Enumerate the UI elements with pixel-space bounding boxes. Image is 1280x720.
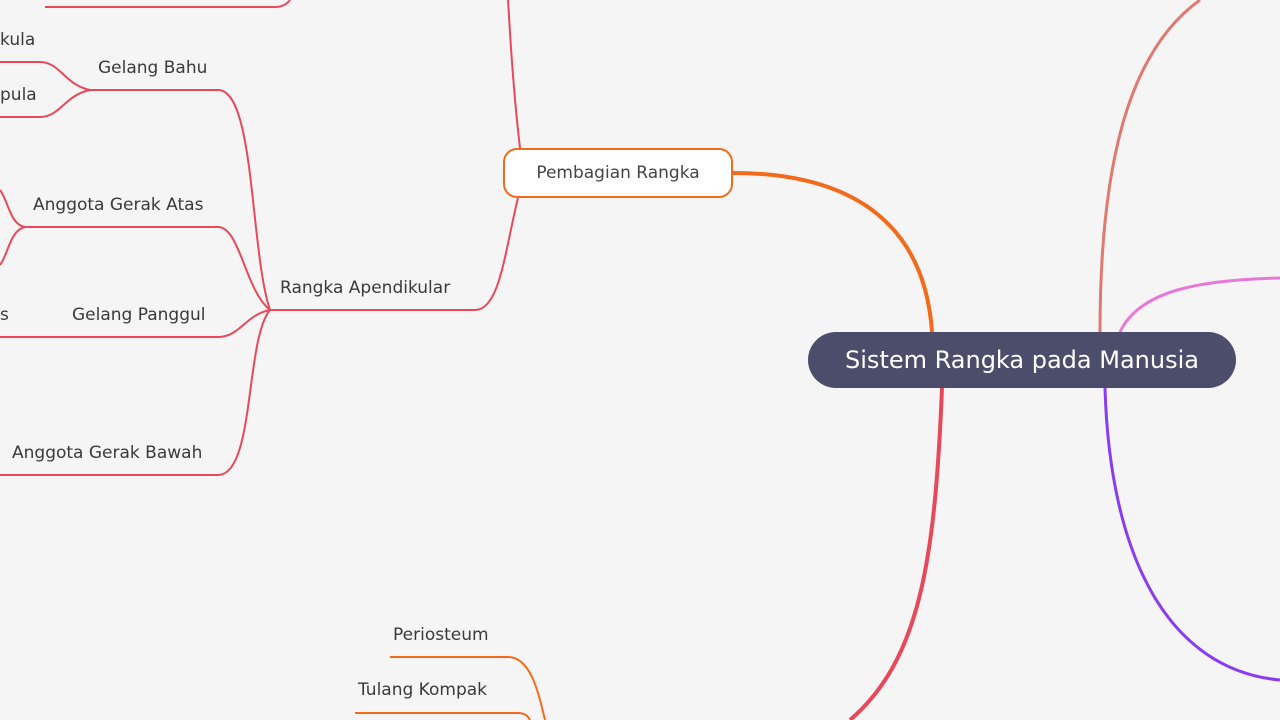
- node-gelang-panggul[interactable]: Gelang Panggul: [72, 305, 206, 325]
- edge-root-topright: [1098, 0, 1201, 333]
- edge-atas: [25, 226, 271, 311]
- edge-pembagian-top: [507, 0, 521, 149]
- edge-bahu-child1: [0, 61, 91, 91]
- edge-bawah: [0, 309, 271, 476]
- node-anggota-gerak-bawah[interactable]: Anggota Gerak Bawah: [12, 443, 203, 463]
- edge-root-purple: [1103, 387, 1280, 682]
- node-anggota-gerak-atas[interactable]: Anggota Gerak Atas: [33, 195, 204, 215]
- edge-periosteum: [390, 656, 546, 720]
- node-panggul-child[interactable]: s: [0, 305, 9, 325]
- node-gelang-bahu[interactable]: Gelang Bahu: [98, 58, 208, 78]
- edge-panggul: [0, 309, 271, 338]
- node-tulang-kompak[interactable]: Tulang Kompak: [358, 680, 488, 700]
- edge-kompak: [355, 712, 531, 720]
- root-node[interactable]: Sistem Rangka pada Manusia: [808, 332, 1236, 388]
- node-skapula[interactable]: pula: [0, 85, 37, 105]
- edge-root-pink: [1118, 276, 1280, 333]
- edge-pembagian-apendikular: [270, 197, 519, 311]
- edge-atas-child2: [0, 226, 26, 266]
- node-label: Pembagian Rangka: [536, 163, 700, 183]
- root-label: Sistem Rangka pada Manusia: [845, 346, 1199, 374]
- edge-top-line: [45, 0, 291, 8]
- edge-root-pembagian: [732, 171, 934, 333]
- edge-root-bottom: [848, 387, 944, 720]
- node-periosteum[interactable]: Periosteum: [393, 625, 489, 645]
- edge-gelang-bahu: [90, 89, 271, 311]
- node-klavikula[interactable]: kula: [0, 30, 36, 50]
- edge-bahu-child2: [0, 89, 91, 118]
- edge-atas-child1: [0, 189, 26, 228]
- node-rangka-apendikular[interactable]: Rangka Apendikular: [280, 278, 451, 298]
- node-pembagian-rangka[interactable]: Pembagian Rangka: [503, 148, 733, 198]
